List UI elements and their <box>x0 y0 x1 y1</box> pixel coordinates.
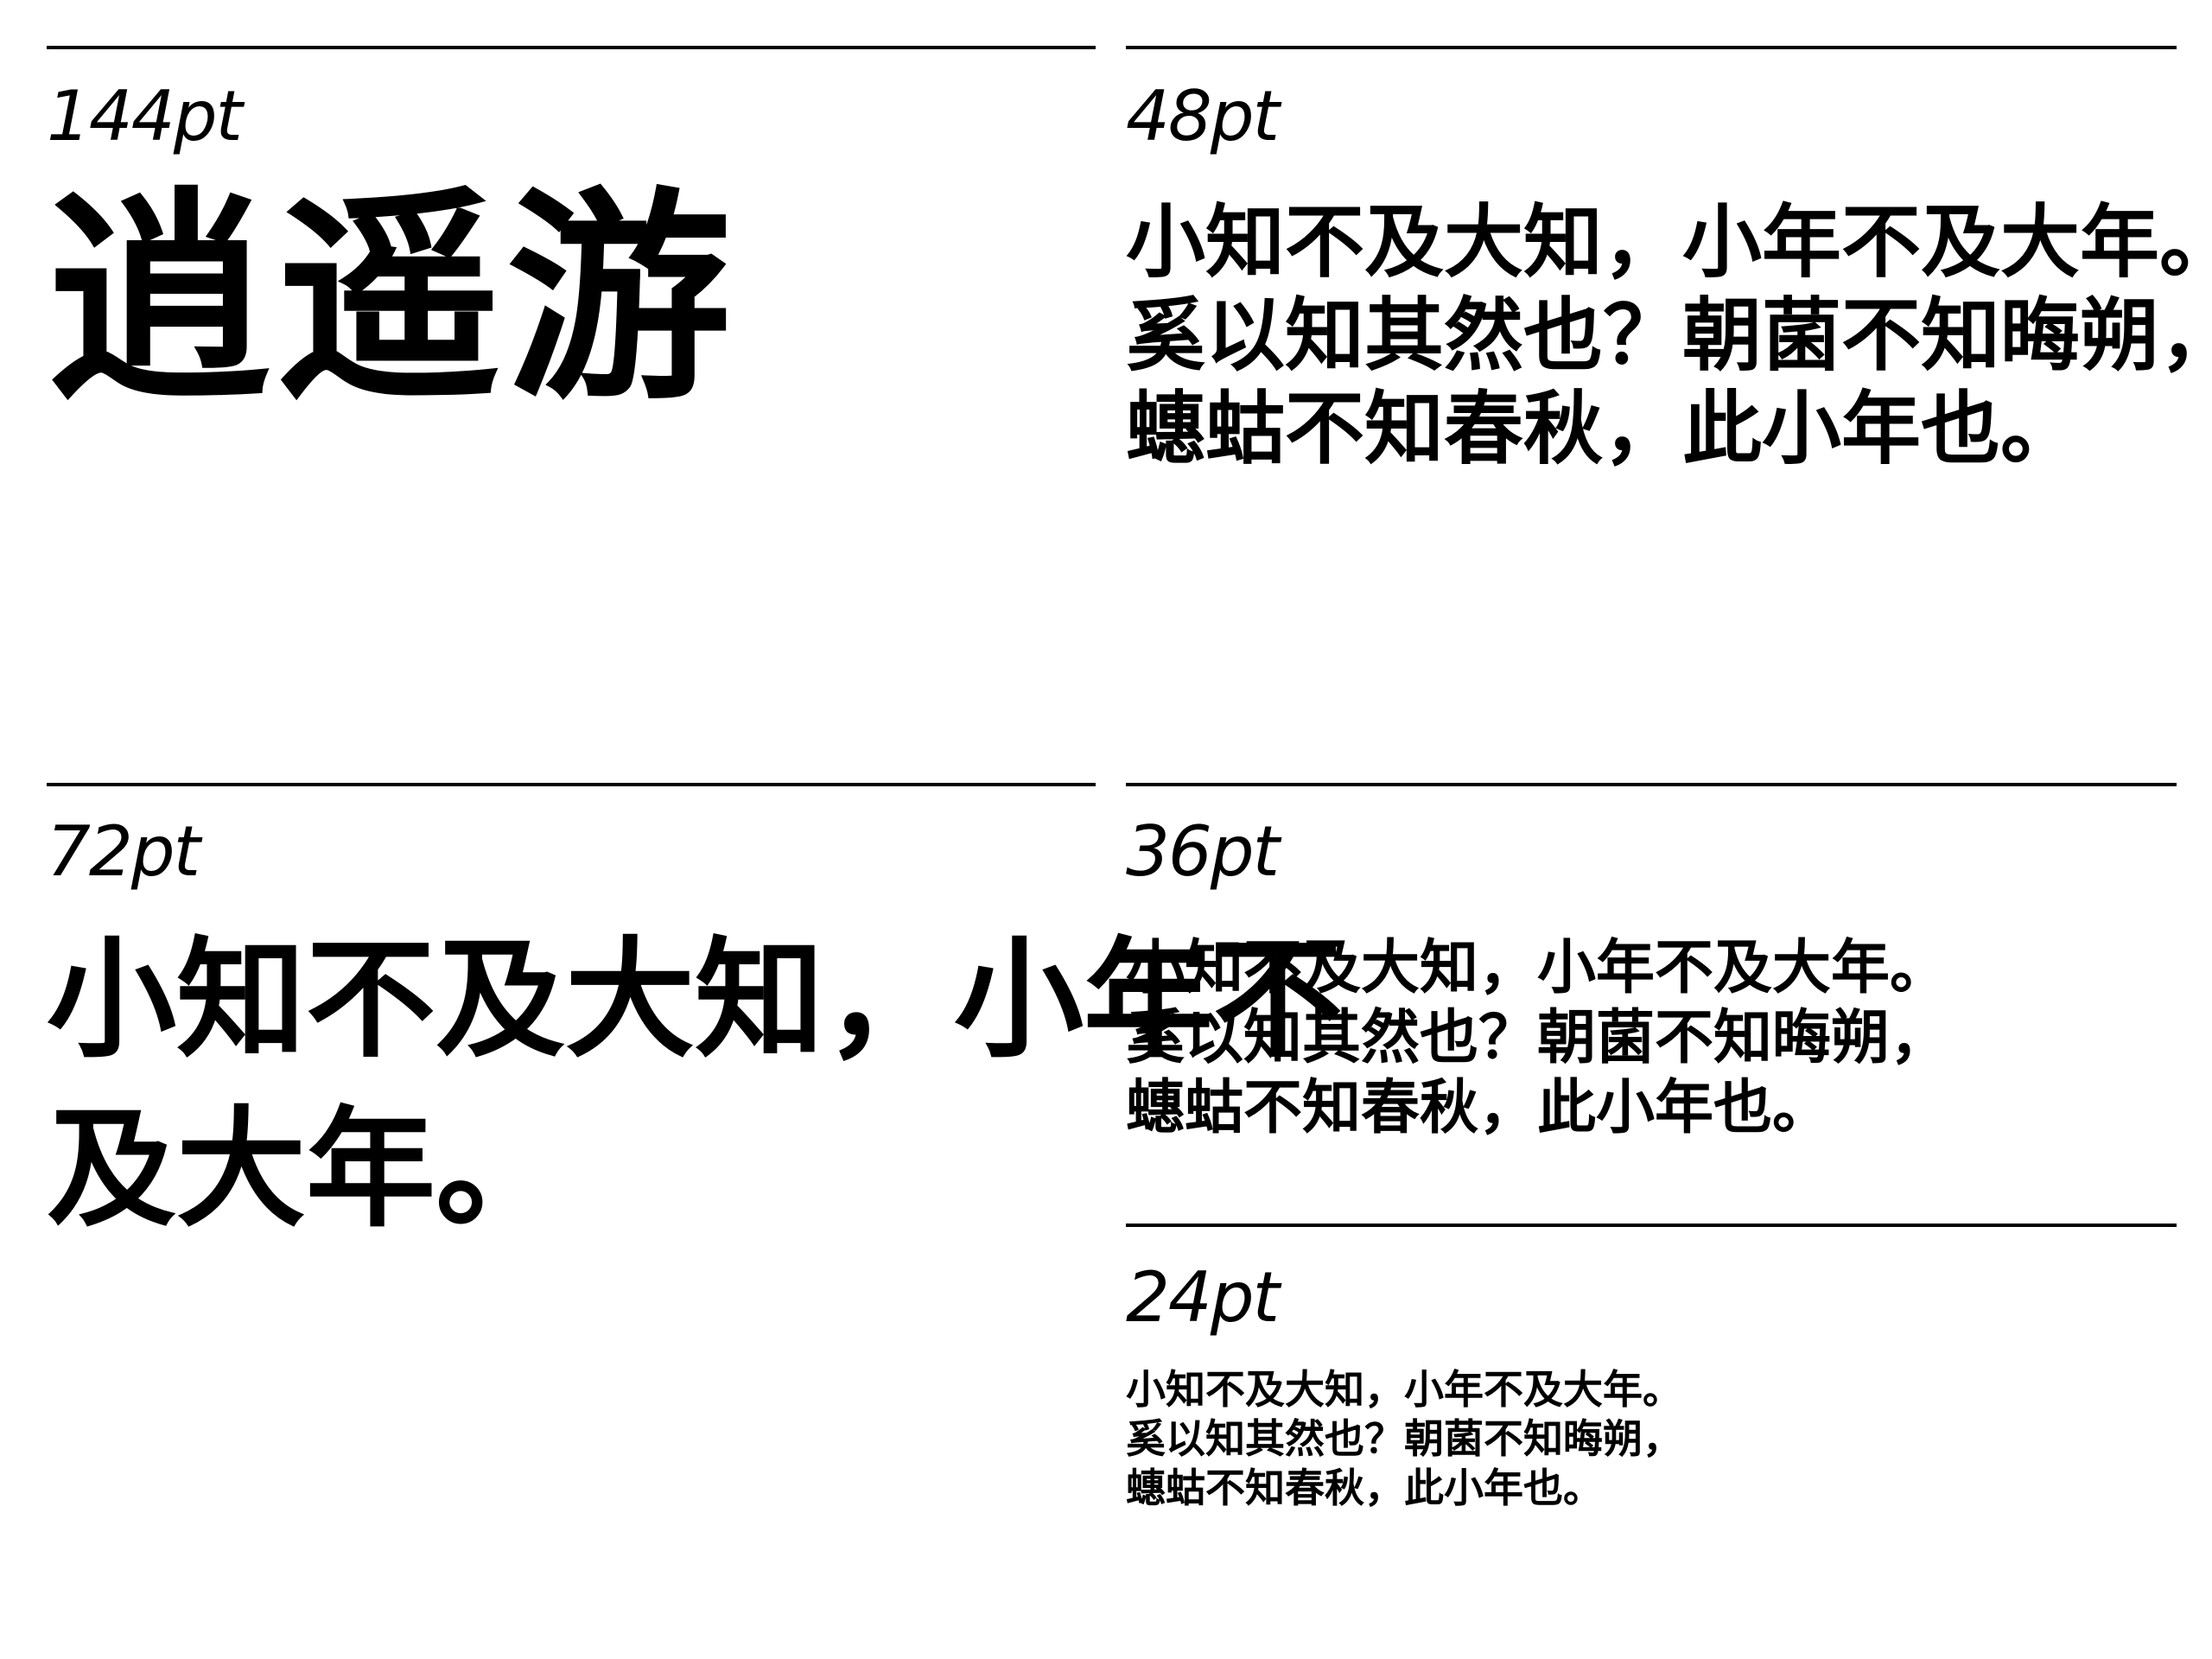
sample-line: 奚以知其然也？朝菌不知晦朔， <box>1126 1415 1682 1462</box>
sample-text-144pt: 逍遥游 <box>47 188 736 412</box>
sample-line: 奚以知其然也？朝菌不知晦朔， <box>1126 289 2212 382</box>
size-label-72pt: 72pt <box>47 811 200 892</box>
size-label-144pt: 144pt <box>47 76 243 156</box>
sample-text-72pt: 小知不及大知，小年不 及大年。 <box>47 916 1343 1255</box>
specimen-24pt: 24pt 小知不及大知，小年不及大年。 奚以知其然也？朝菌不知晦朔， 蟪蛄不知春… <box>1126 1224 2177 1633</box>
sample-text-24pt: 小知不及大知，小年不及大年。 奚以知其然也？朝菌不知晦朔， 蟪蛄不知春秋，此小年… <box>1126 1365 1682 1513</box>
sample-line: 蟪蛄不知春秋，此小年也。 <box>1126 1074 1832 1142</box>
sample-line: 蟪蛄不知春秋，此小年也。 <box>1126 383 2081 475</box>
sample-line: 小知不及大知，小年不及大年。 <box>1126 196 2212 289</box>
sample-line: 奚以知其然也？朝菌不知晦朔， <box>1126 1004 1949 1072</box>
size-label-48pt: 48pt <box>1126 76 1280 156</box>
sample-line: 小知不及大知，小年不及大年。 <box>1126 1366 1682 1413</box>
sample-text-48pt: 小知不及大知，小年不及大年。 奚以知其然也？朝菌不知晦朔， 蟪蛄不知春秋，此小年… <box>1126 196 2212 476</box>
sample-text-36pt: 小知不及大知，小年不及大年。 奚以知其然也？朝菌不知晦朔， 蟪蛄不知春秋，此小年… <box>1126 933 1948 1143</box>
sample-line: 逍遥游 <box>47 169 736 430</box>
sample-line: 蟪蛄不知春秋，此小年也。 <box>1126 1465 1603 1511</box>
specimen-144pt: 144pt 逍遥游 <box>47 46 1096 741</box>
size-label-24pt: 24pt <box>1126 1257 1280 1338</box>
specimen-36pt: 36pt 小知不及大知，小年不及大年。 奚以知其然也？朝菌不知晦朔， 蟪蛄不知春… <box>1126 783 2177 1227</box>
sample-line: 及大年。 <box>47 1095 566 1245</box>
sample-line: 小知不及大知，小年不及大年。 <box>1126 934 1949 1002</box>
size-label-36pt: 36pt <box>1126 811 1280 892</box>
specimen-48pt: 48pt 小知不及大知，小年不及大年。 奚以知其然也？朝菌不知晦朔， 蟪蛄不知春… <box>1126 46 2212 741</box>
sample-line: 小知不及大知，小年不 <box>47 925 1344 1076</box>
specimen-72pt: 72pt 小知不及大知，小年不 及大年。 <box>47 783 1343 1564</box>
